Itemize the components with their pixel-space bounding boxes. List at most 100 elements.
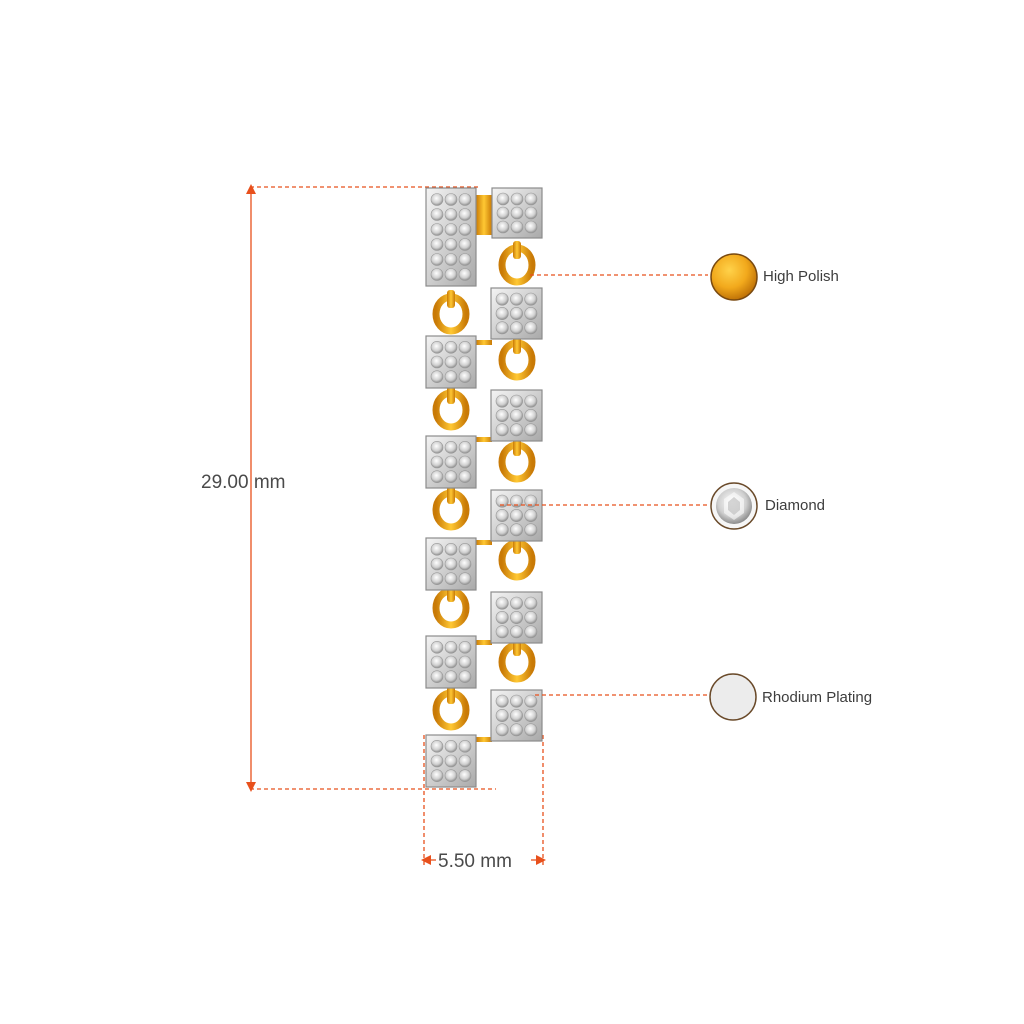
diamond-stone xyxy=(524,611,538,624)
diamond-stone xyxy=(444,769,458,782)
diamond-stone xyxy=(524,307,538,320)
diamond-stone xyxy=(524,409,538,422)
diamond-stone xyxy=(495,509,509,522)
gold-connector xyxy=(476,437,492,442)
diamond-stone xyxy=(495,611,509,624)
diamond-stone xyxy=(430,370,444,383)
gold-link-bar xyxy=(513,241,521,259)
diamond-swatch xyxy=(710,482,758,530)
diamond-stone xyxy=(444,754,458,768)
diamond-stone xyxy=(510,206,524,220)
diamond-stone xyxy=(430,572,444,585)
diamond-stone xyxy=(510,523,523,537)
diamond-stone xyxy=(430,754,444,768)
diamond-stone xyxy=(458,543,472,556)
material-label-rhodium-plating: Rhodium Plating xyxy=(762,689,872,706)
diamond-stone xyxy=(430,543,444,556)
diamond-stone xyxy=(444,543,458,556)
diamond-stone xyxy=(496,220,510,234)
callout-lines xyxy=(500,274,708,696)
diamond-stone xyxy=(524,494,538,508)
diamond-stone xyxy=(495,394,509,408)
diamond-stone xyxy=(430,641,444,654)
diamond-stone xyxy=(510,709,523,722)
height-arrow-top xyxy=(246,184,256,194)
diamond-stone xyxy=(458,455,472,469)
earring-illustration xyxy=(425,187,543,788)
diamond-stone xyxy=(510,220,524,234)
diamond-stone xyxy=(495,596,509,610)
diamond-stone xyxy=(430,238,444,251)
diamond-stone xyxy=(430,655,444,669)
diamond-stone xyxy=(444,740,458,753)
diamond-stone xyxy=(524,625,538,639)
diamond-stone xyxy=(458,655,472,669)
diamond-stone xyxy=(510,509,523,522)
diamond-stone xyxy=(495,423,509,437)
diamond-stone xyxy=(444,341,458,354)
diamond-stone xyxy=(458,641,472,654)
diamond-stone xyxy=(510,423,523,437)
gold-link-bar xyxy=(447,290,455,308)
diamond-stone xyxy=(510,192,524,206)
gold-swatch xyxy=(710,253,758,301)
diamond-stone xyxy=(495,494,509,508)
diamond-stone xyxy=(444,572,458,585)
diamond-stone xyxy=(510,694,523,708)
height-arrow-bottom xyxy=(246,782,256,792)
diamond-stone xyxy=(444,355,458,369)
diamond-stone xyxy=(495,523,509,537)
diamond-stone xyxy=(524,694,538,708)
diamond-stone xyxy=(444,208,458,221)
gold-connector xyxy=(476,340,492,345)
diamond-stone xyxy=(430,268,444,281)
diamond-stone xyxy=(458,441,472,454)
diamond-stone xyxy=(444,455,458,469)
diamond-stone xyxy=(510,307,523,320)
diamond-stone xyxy=(524,220,538,234)
diamond-stone xyxy=(458,754,472,768)
diamond-stone xyxy=(458,208,472,221)
diamond-stone xyxy=(430,193,444,206)
diamond-stone xyxy=(430,557,444,571)
material-label-diamond: Diamond xyxy=(765,497,825,514)
diamond-stone xyxy=(430,223,444,236)
diamond-stone xyxy=(458,557,472,571)
diamond-stone xyxy=(444,370,458,383)
diamond-stone xyxy=(444,238,458,251)
diamond-stone xyxy=(524,723,538,737)
diamond-stone xyxy=(495,709,509,722)
diamond-stone xyxy=(496,192,510,206)
diamond-stone xyxy=(510,625,523,639)
diamond-stone xyxy=(458,268,472,281)
diamond-stone xyxy=(524,321,538,335)
height-dimension xyxy=(250,186,496,790)
rhodium-swatch xyxy=(709,673,757,721)
diamond-stone xyxy=(524,596,538,610)
diamond-stone xyxy=(430,341,444,354)
diamond-stone xyxy=(510,723,523,737)
diamond-stone xyxy=(510,292,523,306)
diamond-stone xyxy=(430,455,444,469)
width-arrow-left xyxy=(421,855,431,865)
width-label: 5.50 mm xyxy=(438,851,512,872)
gold-connector xyxy=(476,195,492,235)
diamond-stone xyxy=(510,409,523,422)
diamond-stone xyxy=(510,321,523,335)
diamond-stone xyxy=(495,625,509,639)
diamond-stone xyxy=(524,394,538,408)
diamond-stone xyxy=(458,193,472,206)
height-label: 29.00 mm xyxy=(201,472,285,493)
diamond-stone xyxy=(458,223,472,236)
diamond-stone xyxy=(458,370,472,383)
diamond-stone xyxy=(495,694,509,708)
diamond-stone xyxy=(444,268,458,281)
gold-connector xyxy=(476,737,492,742)
diamond-stone xyxy=(444,470,458,483)
gold-link-bar xyxy=(447,686,455,704)
gold-connector xyxy=(476,640,492,645)
diamond-stone xyxy=(444,670,458,683)
diamond-stone xyxy=(495,307,509,320)
diamond-stone xyxy=(495,321,509,335)
